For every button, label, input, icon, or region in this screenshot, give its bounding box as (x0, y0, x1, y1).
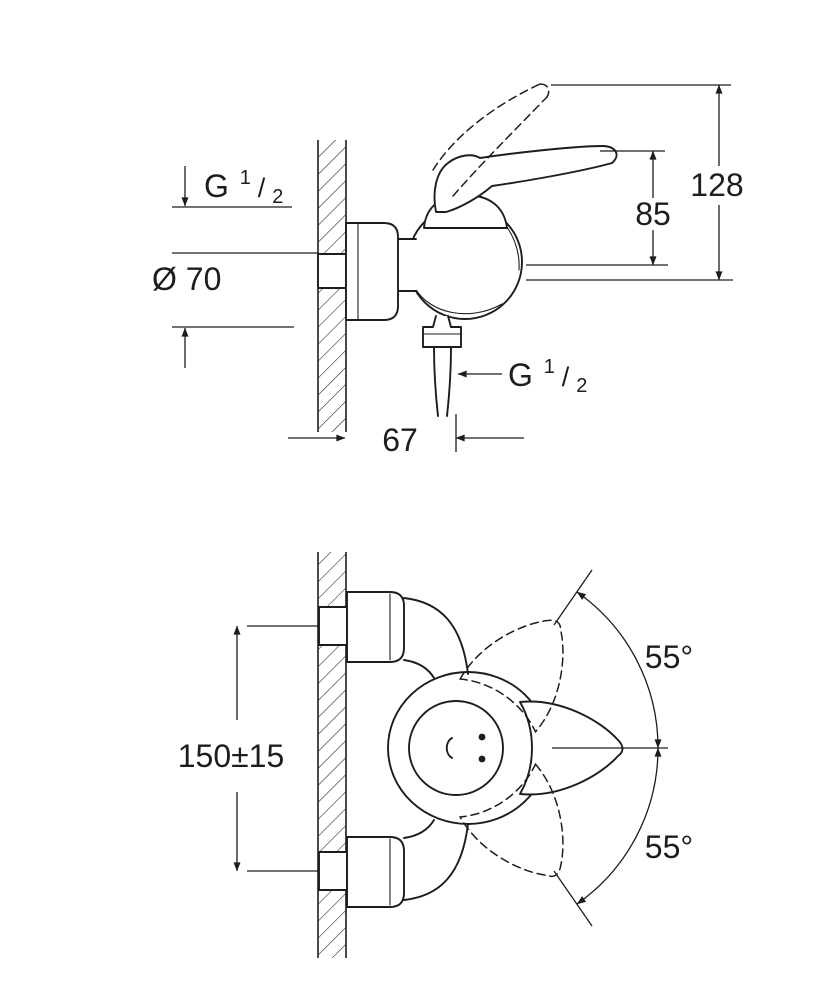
side-dimensions: G 1 / 2 Ø 70 85 128 67 (152, 84, 744, 458)
lever-raised-tip (539, 83, 550, 98)
front-view: 150±15 55° 55° (178, 552, 693, 958)
center-mark (445, 737, 453, 759)
front-dimensions: 150±15 55° 55° (178, 569, 693, 927)
mixer-side (317, 83, 618, 417)
lever-raised-bottom-edge (452, 96, 548, 197)
label-diameter: Ø 70 (152, 261, 221, 297)
label-thread-bottom: G 1 / 2 (508, 344, 587, 397)
hose-left-line (433, 346, 439, 417)
union-nut-top (318, 606, 348, 646)
mixer-front (318, 591, 624, 908)
neck-bottom-right (403, 823, 469, 901)
lever-swing-down-outline (458, 762, 564, 878)
index-dot-bottom (478, 755, 486, 763)
outlet-nut (422, 315, 462, 348)
lever-swing-up-outline (458, 619, 564, 734)
label-128: 128 (690, 167, 743, 203)
cartridge-circle (408, 700, 504, 796)
hose-right-line (446, 346, 452, 417)
angle-ray-up (553, 569, 593, 626)
angle-arc-down (576, 747, 662, 905)
label-150: 150±15 (178, 738, 285, 774)
neck-top-left (403, 659, 435, 679)
side-view: G 1 / 2 Ø 70 85 128 67 (152, 83, 744, 458)
escutcheon-side (345, 222, 399, 321)
index-dot-top (478, 733, 486, 741)
body-detail-arc-bottom (414, 287, 503, 315)
label-67: 67 (382, 422, 418, 458)
lever-handle (433, 145, 618, 213)
lever-raised-top-edge (432, 83, 541, 171)
angle-arc-up (576, 591, 662, 749)
wall-union-nut (317, 253, 347, 289)
neck-bottom-left (403, 819, 435, 839)
pipe-fill (397, 240, 417, 290)
escutcheon-bottom (346, 836, 405, 908)
union-nut-bottom (318, 851, 348, 891)
label-angle-up: 55° (645, 639, 693, 675)
neck-top-right (403, 597, 469, 675)
label-angle-down: 55° (645, 829, 693, 865)
label-thread-top: G 1 / 2 (204, 155, 283, 208)
label-85: 85 (635, 196, 671, 232)
angle-ray-down (553, 870, 593, 927)
escutcheon-top (346, 591, 405, 663)
